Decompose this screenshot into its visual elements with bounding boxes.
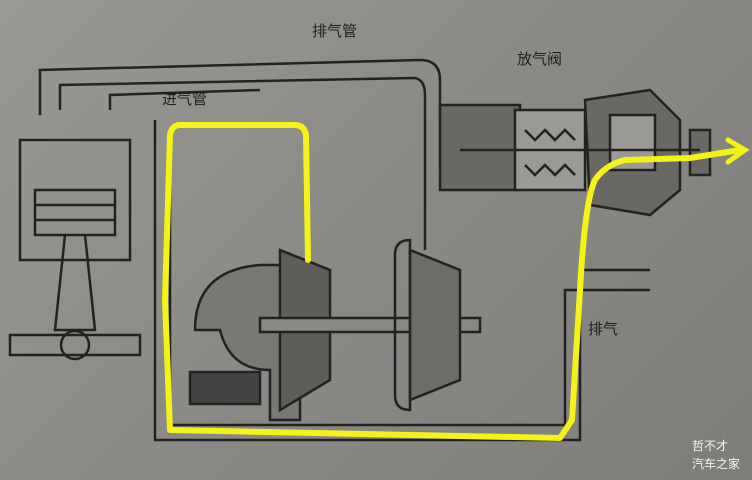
- exhaust-pipe-inner: [58, 76, 427, 250]
- watermark-line2: 汽车之家: [692, 457, 741, 471]
- blow-off-valve: [438, 88, 712, 217]
- label-blow-off-valve: 放气阀: [517, 50, 563, 68]
- turbine: [393, 238, 462, 412]
- pipework: [38, 58, 650, 442]
- frame-outer: [153, 120, 650, 442]
- label-intake-pipe: 进气管: [162, 90, 208, 108]
- air-filter: [188, 370, 262, 406]
- label-exhaust-pipe: 排气管: [312, 22, 358, 40]
- arrow-head-icon: [725, 137, 750, 165]
- engine-cylinder: [8, 138, 142, 361]
- airflow-highlight-path: [162, 122, 743, 441]
- compressor: [188, 248, 482, 422]
- watermark-line1: 哲不才: [692, 439, 729, 453]
- exhaust-pipe-outer: [38, 58, 442, 120]
- label-exhaust: 排气: [588, 320, 619, 338]
- intake-pipe: [108, 88, 261, 110]
- frame-inner: [168, 130, 650, 427]
